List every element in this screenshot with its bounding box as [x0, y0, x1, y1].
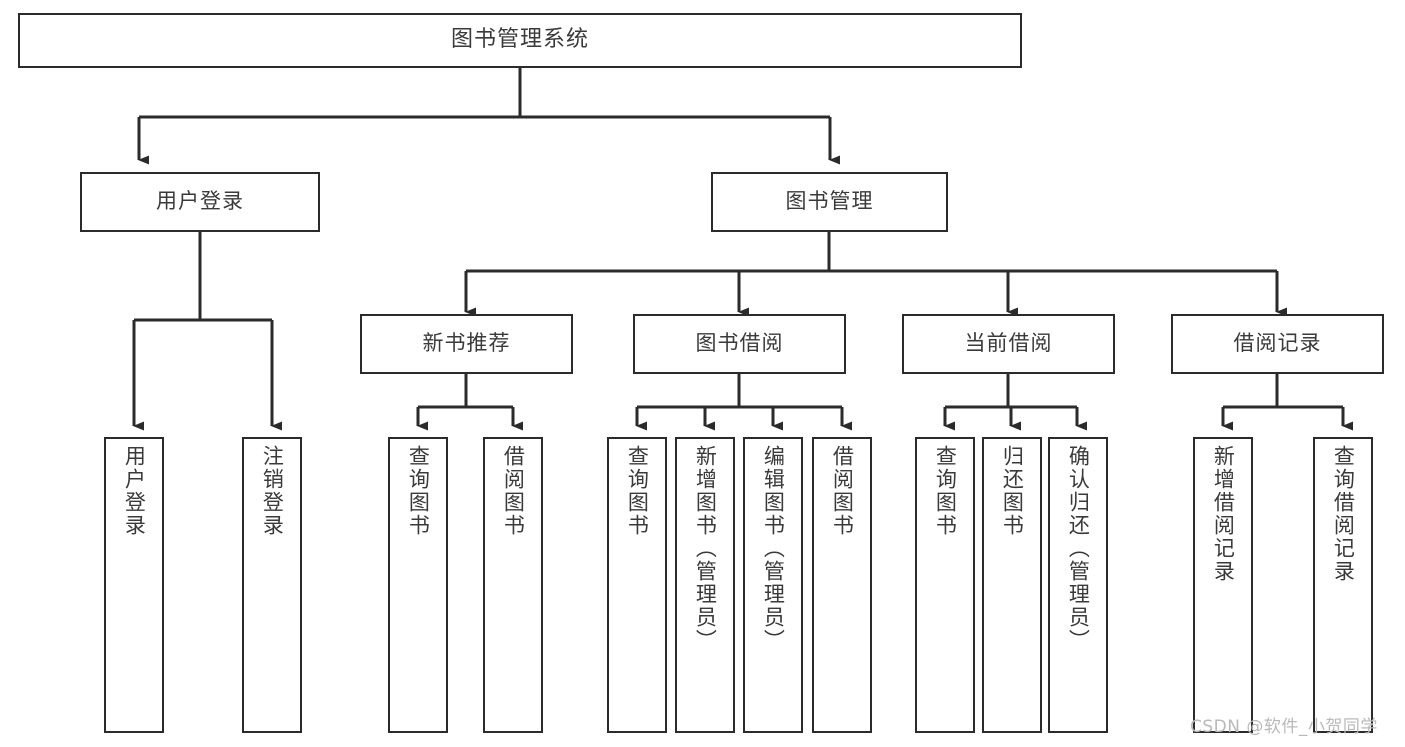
node-book-borrow-label: 图书借阅	[695, 331, 784, 356]
node-leaf-return-book-label: 归还图书	[1000, 445, 1025, 537]
node-leaf-borrow-book-2[interactable]: 借阅图书	[812, 437, 872, 733]
node-leaf-confirm-return-label: 确认归还（管理员）	[1066, 445, 1091, 652]
node-leaf-return-book[interactable]: 归还图书	[982, 437, 1042, 733]
node-leaf-query-book-3[interactable]: 查询图书	[915, 437, 975, 733]
node-book-manage[interactable]: 图书管理	[711, 172, 948, 232]
node-leaf-borrow-book-1[interactable]: 借阅图书	[483, 437, 543, 733]
node-leaf-query-book-1[interactable]: 查询图书	[388, 437, 448, 733]
node-leaf-add-record-label: 新增借阅记录	[1211, 445, 1236, 583]
node-leaf-query-book-1-label: 查询图书	[406, 445, 431, 537]
node-leaf-query-record[interactable]: 查询借阅记录	[1313, 437, 1373, 733]
node-root-book-management-system[interactable]: 图书管理系统	[18, 13, 1022, 68]
node-new-book-recommend[interactable]: 新书推荐	[360, 314, 573, 374]
node-leaf-user-login-label: 用户登录	[122, 445, 147, 537]
node-borrow-record[interactable]: 借阅记录	[1171, 314, 1384, 374]
node-leaf-confirm-return[interactable]: 确认归还（管理员）	[1048, 437, 1108, 733]
node-leaf-logout-label: 注销登录	[260, 445, 285, 537]
node-leaf-add-book[interactable]: 新增图书（管理员）	[675, 437, 735, 733]
node-leaf-user-login[interactable]: 用户登录	[104, 437, 164, 733]
node-user-login[interactable]: 用户登录	[80, 172, 320, 232]
node-leaf-add-book-label: 新增图书（管理员）	[693, 445, 718, 652]
node-book-borrow[interactable]: 图书借阅	[633, 314, 846, 374]
node-current-borrow[interactable]: 当前借阅	[902, 314, 1115, 374]
node-leaf-borrow-book-2-label: 借阅图书	[830, 445, 855, 537]
node-book-manage-label: 图书管理	[785, 189, 874, 214]
node-current-borrow-label: 当前借阅	[964, 331, 1053, 356]
node-leaf-query-record-label: 查询借阅记录	[1331, 445, 1356, 583]
node-leaf-query-book-2-label: 查询图书	[625, 445, 650, 537]
node-leaf-query-book-3-label: 查询图书	[933, 445, 958, 537]
node-root-label: 图书管理系统	[450, 27, 589, 53]
node-leaf-query-book-2[interactable]: 查询图书	[607, 437, 667, 733]
node-user-login-label: 用户登录	[156, 189, 244, 214]
node-borrow-record-label: 借阅记录	[1233, 331, 1322, 356]
node-leaf-edit-book[interactable]: 编辑图书（管理员）	[743, 437, 803, 733]
node-new-book-recommend-label: 新书推荐	[422, 331, 511, 356]
node-leaf-add-record[interactable]: 新增借阅记录	[1193, 437, 1253, 733]
node-leaf-logout[interactable]: 注销登录	[242, 437, 302, 733]
node-leaf-edit-book-label: 编辑图书（管理员）	[761, 445, 786, 652]
node-leaf-borrow-book-1-label: 借阅图书	[501, 445, 526, 537]
